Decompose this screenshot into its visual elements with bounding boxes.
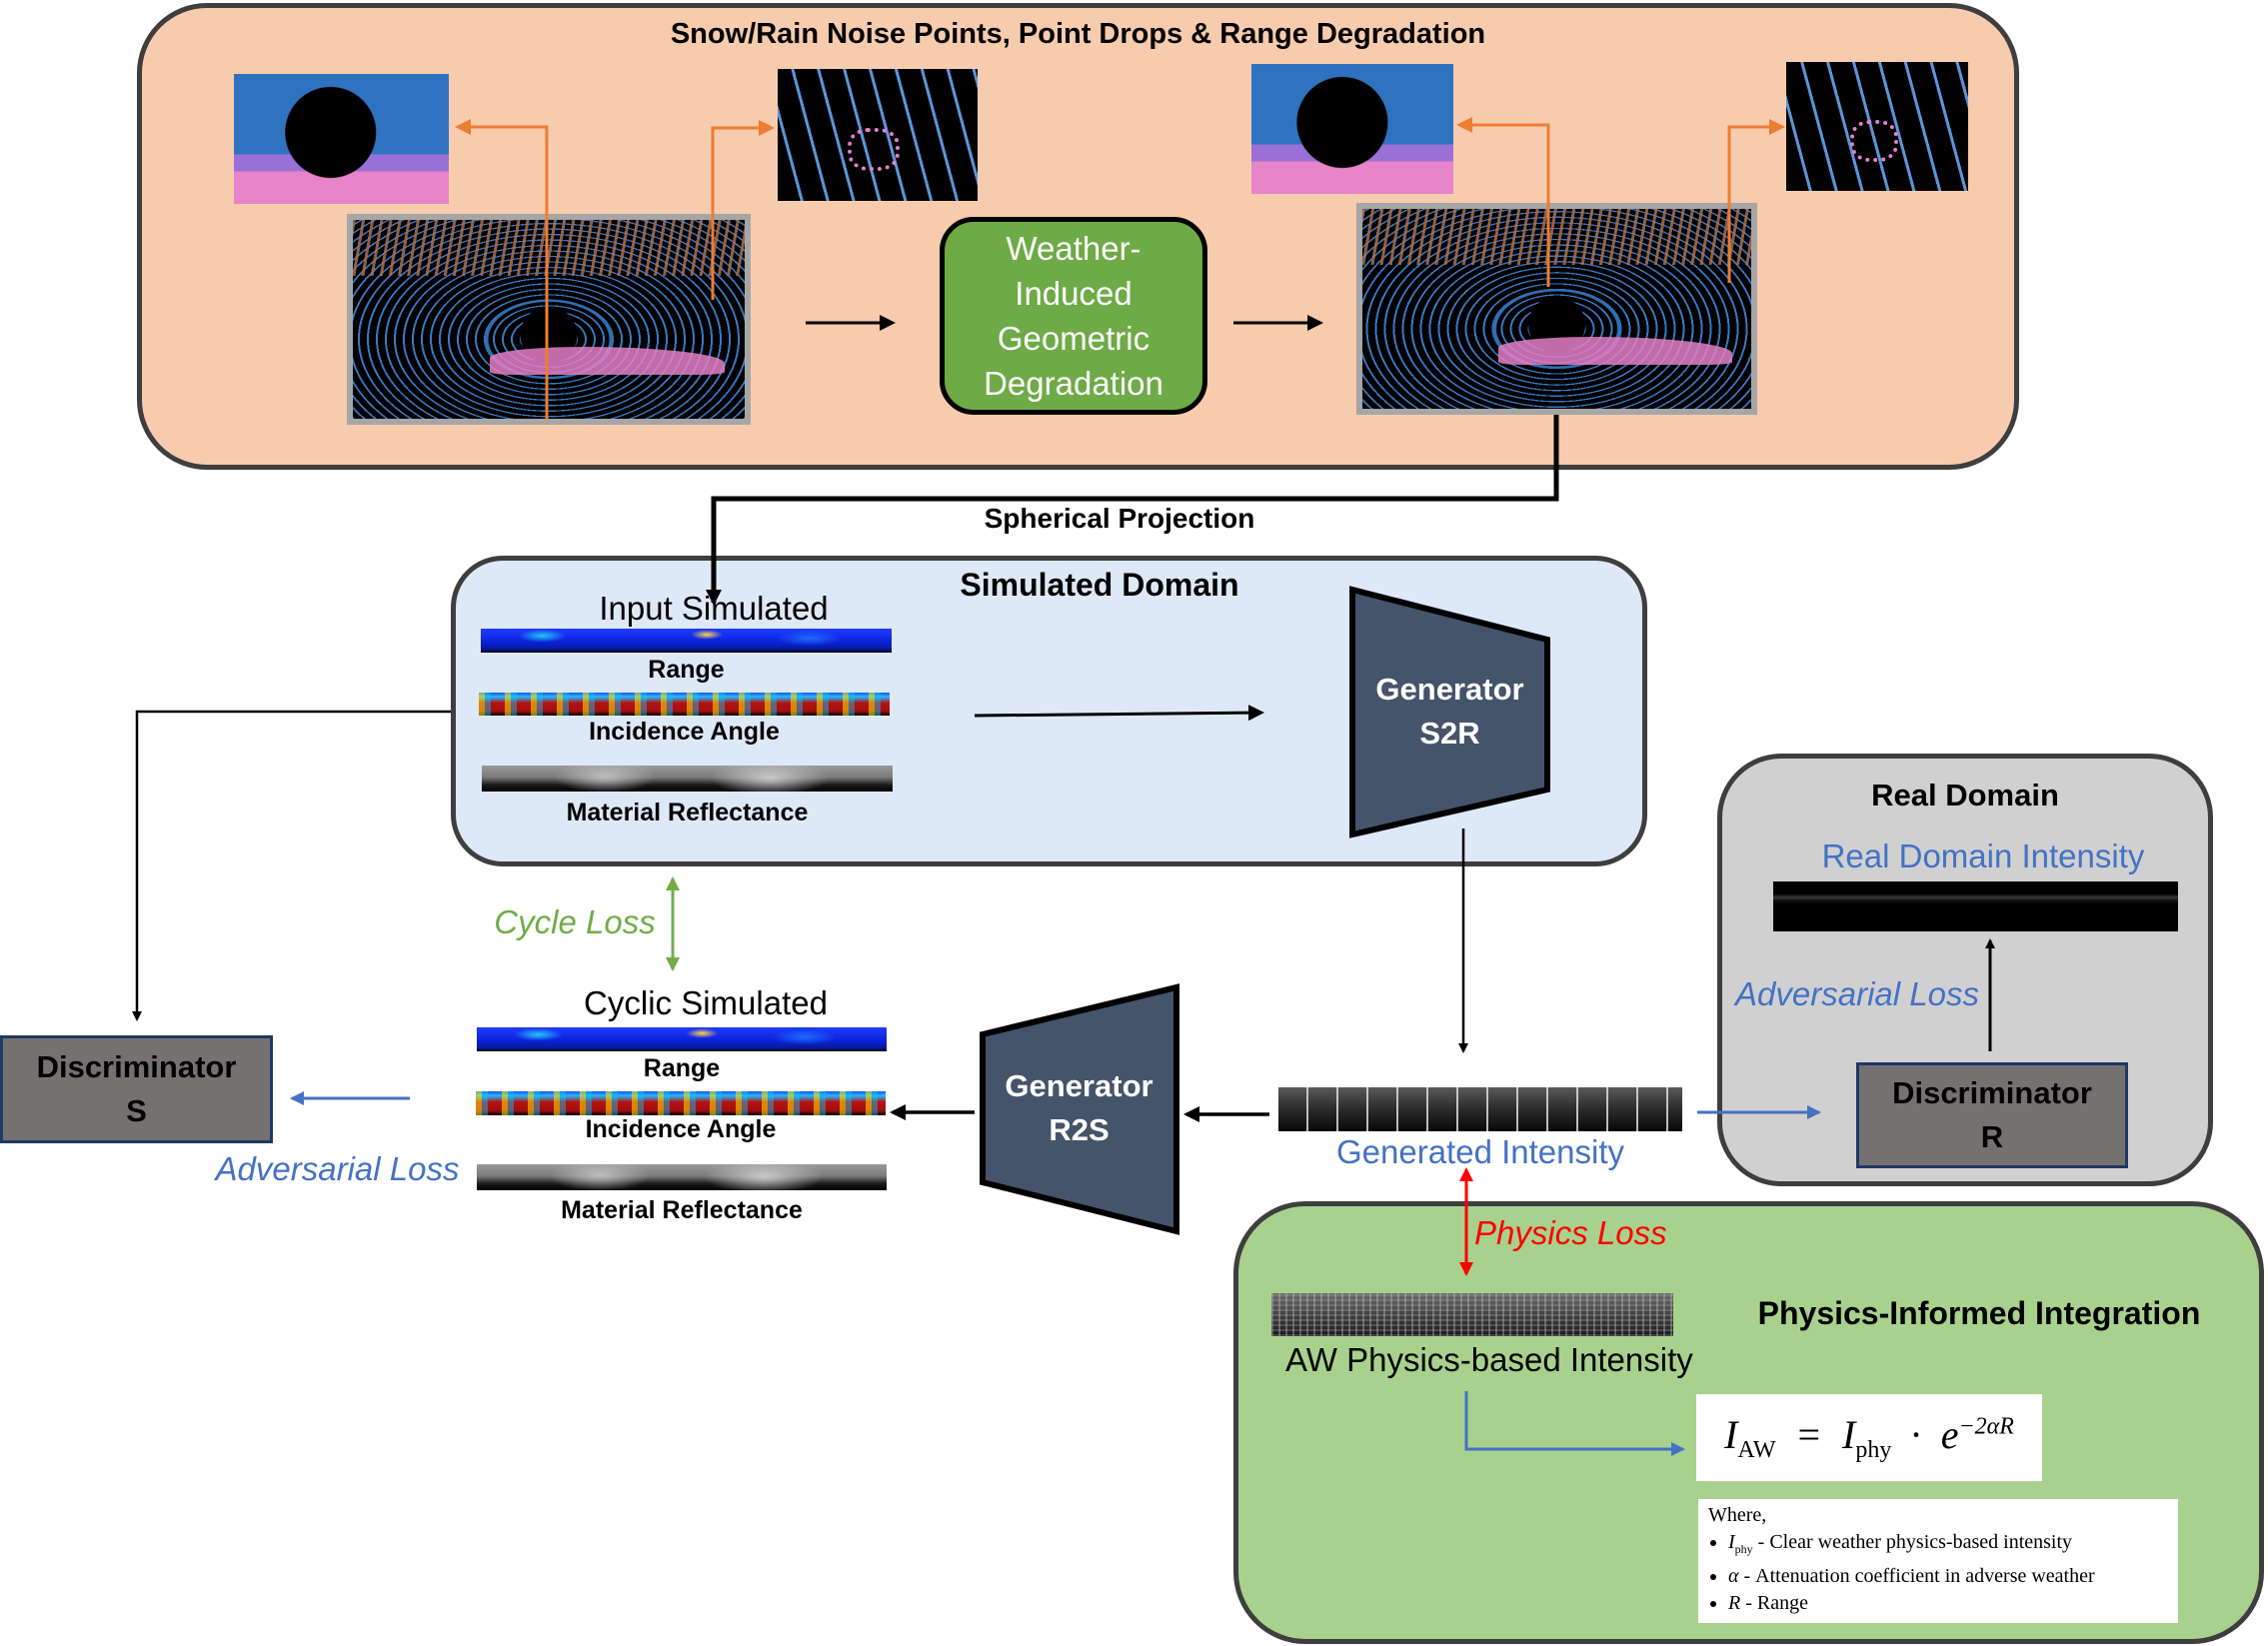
discriminator-r-line-2: R <box>1980 1119 2004 1154</box>
generator-r2s-trapezoid <box>980 983 1179 1235</box>
generator-r2s-line-2: R2S <box>1049 1112 1110 1147</box>
input-material-reflectance-label: Material Reflectance <box>566 799 809 826</box>
input-material-reflectance-image <box>482 766 893 792</box>
formula-rhs: I <box>1842 1412 1856 1457</box>
input-range-label: Range <box>648 656 725 684</box>
input-incidence-angle-image <box>479 693 890 716</box>
legend-symbol-sub: phy <box>1734 1542 1753 1556</box>
input-incidence-angle-label: Incidence Angle <box>589 718 780 746</box>
cycle-loss-label: Cycle Loss <box>494 903 656 940</box>
input-range-image <box>481 629 892 653</box>
generated-intensity-label: Generated Intensity <box>1335 1133 1624 1170</box>
physics-loss-label: Physics Loss <box>1474 1214 1667 1251</box>
cyclic-range-label: Range <box>643 1054 721 1082</box>
cyclic-range-image <box>477 1027 887 1051</box>
legend-item: R - Range <box>1728 1590 2168 1617</box>
generator-r2s-line-1: Generator <box>1005 1068 1153 1103</box>
generator-s2r-line-1: Generator <box>1375 672 1524 707</box>
cyclic-material-reflectance-label: Material Reflectance <box>561 1196 803 1224</box>
physics-informed-title: Physics-Informed Integration <box>1757 1295 2201 1331</box>
process-line-1: Weather- <box>1006 230 1141 267</box>
formula-dot: · <box>1909 1412 1923 1457</box>
process-line-4: Degradation <box>984 365 1163 402</box>
weather-degradation-process-box: Weather- Induced Geometric Degradation <box>940 217 1207 415</box>
cyclic-incidence-angle-image <box>476 1091 886 1115</box>
generator-s2r-label: Generator S2R <box>1352 668 1547 756</box>
aw-physics-intensity-label: AW Physics-based Intensity <box>1285 1341 1693 1378</box>
formula-base: e <box>1940 1412 1959 1457</box>
arrow-sim-to-discriminator-s <box>132 710 451 1021</box>
formula-lhs-sub: AW <box>1737 1437 1776 1463</box>
degraded-lidar-scan-image <box>1356 203 1757 415</box>
legend-symbol: α <box>1728 1565 1739 1587</box>
legend-item: α - Attenuation coefficient in adverse w… <box>1728 1563 2168 1590</box>
weather-section-title: Snow/Rain Noise Points, Point Drops & Ra… <box>670 18 1486 50</box>
process-line-2: Induced <box>1015 275 1133 312</box>
formula-equals: = <box>1797 1412 1821 1457</box>
cyclic-simulated-label: Cyclic Simulated <box>584 984 828 1021</box>
input-simulated-label: Input Simulated <box>599 590 829 627</box>
discriminator-r-line-1: Discriminator <box>1892 1075 2092 1110</box>
generator-s2r-trapezoid <box>1349 586 1550 838</box>
generated-intensity-image <box>1278 1087 1682 1131</box>
generator-r2s-label: Generator R2S <box>982 1064 1176 1152</box>
clear-zoom-object-image <box>778 69 978 201</box>
cyclic-material-reflectance-image <box>477 1164 887 1190</box>
formula-exponent: −2αR <box>1958 1413 2014 1440</box>
degraded-zoom-ego-image <box>1251 64 1453 194</box>
legend-description: - Clear weather physics-based intensity <box>1752 1531 2073 1553</box>
adversarial-loss-r-label: Adversarial Loss <box>1735 975 1979 1012</box>
attenuation-formula: IAW = Iphy · e−2αR <box>1696 1394 2042 1481</box>
legend-item: Iphy - Clear weather physics-based inten… <box>1728 1529 2168 1563</box>
real-domain-intensity-label: Real Domain Intensity <box>1821 837 2145 874</box>
legend-description: - Attenuation coefficient in adverse wea… <box>1738 1565 2095 1587</box>
degraded-zoom-object-image <box>1786 62 1968 191</box>
adversarial-loss-s-label: Adversarial Loss <box>215 1150 460 1187</box>
legend-intro: Where, <box>1708 1504 1767 1526</box>
real-domain-intensity-image <box>1773 881 2178 931</box>
cyclic-incidence-angle-label: Incidence Angle <box>585 1115 777 1143</box>
legend-symbol: I <box>1728 1531 1735 1553</box>
discriminator-r-box: Discriminator R <box>1856 1062 2128 1168</box>
discriminator-s-line-2: S <box>126 1093 147 1128</box>
clear-zoom-ego-image <box>234 74 449 204</box>
aw-physics-intensity-image <box>1271 1293 1673 1336</box>
discriminator-s-line-1: Discriminator <box>36 1049 237 1084</box>
discriminator-s-box: Discriminator S <box>0 1035 273 1143</box>
legend-symbol: R <box>1728 1592 1741 1614</box>
process-line-3: Geometric <box>997 320 1150 357</box>
generator-r2s-shape <box>980 983 1179 1235</box>
generator-s2r-shape <box>1349 586 1550 838</box>
simulated-domain-title: Simulated Domain <box>960 567 1239 603</box>
formula-rhs-sub: phy <box>1855 1437 1892 1463</box>
generator-s2r-line-2: S2R <box>1419 716 1480 751</box>
legend-description: - Range <box>1740 1592 1808 1614</box>
spherical-projection-label: Spherical Projection <box>984 503 1255 534</box>
real-domain-title: Real Domain <box>1871 778 2059 813</box>
formula-legend: Where, Iphy - Clear weather physics-base… <box>1698 1499 2178 1623</box>
clear-lidar-scan-image <box>347 214 751 425</box>
formula-lhs: I <box>1724 1412 1738 1457</box>
